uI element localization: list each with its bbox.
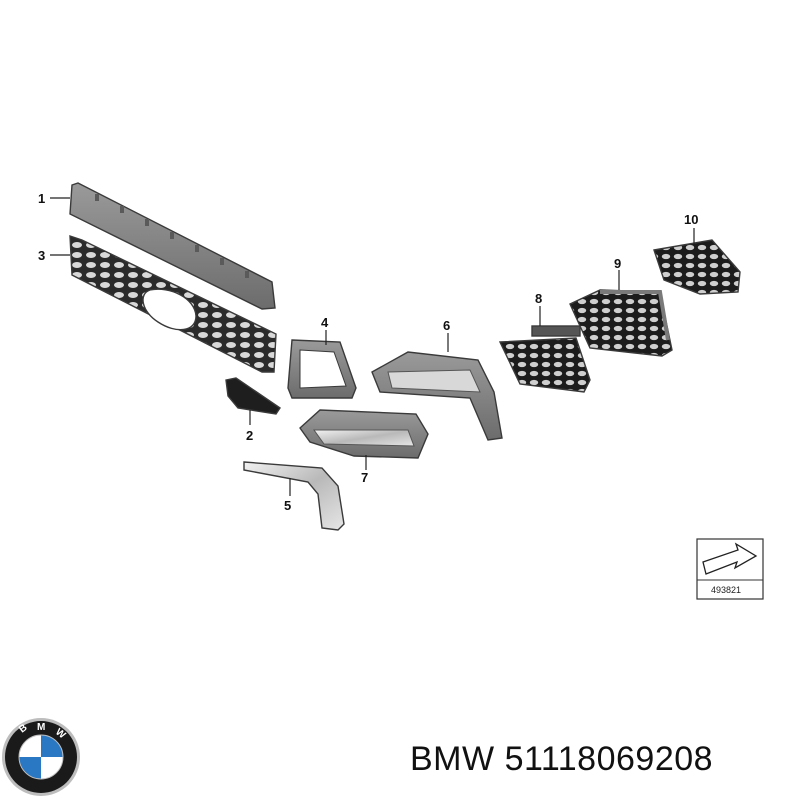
callout-2: 2 [246,428,253,443]
part-10-rear-grille [653,239,741,295]
part-7-trim-frame [299,409,429,459]
callout-6: 6 [443,318,450,333]
part-9-grille-frame [569,289,673,357]
callout-7: 7 [361,470,368,485]
caption-part-number: 51118069208 [504,740,714,778]
callout-1: 1 [38,191,45,206]
part-4-left-frame [287,339,357,399]
callout-4: 4 [321,315,329,330]
part-5-chrome-strip [243,461,345,531]
part-2-bracket [225,377,281,415]
callout-8: 8 [535,291,542,306]
direction-arrow-icon [702,542,758,575]
callout-5: 5 [284,498,291,513]
reference-id: 493821 [711,585,741,595]
callout-10: 10 [684,212,698,227]
callout-3: 3 [38,248,45,263]
part-1-trim-strip [69,182,276,310]
part-8-small-grille [498,325,591,393]
caption-brand: BMW [410,740,495,778]
svg-text:M: M [37,722,45,733]
reference-box: 493821 [696,538,764,600]
leader-lines [50,197,695,496]
part-3-lower-grille [69,235,277,373]
bmw-logo: B M W [2,718,80,796]
callouts: 1 2 3 4 5 6 7 8 9 10 [38,191,698,513]
part-6-center-frame [371,351,503,441]
callout-9: 9 [614,256,621,271]
